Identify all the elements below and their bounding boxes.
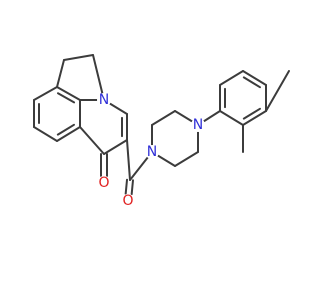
bond-M2-N1: [92, 54, 104, 95]
atom-label-background: [97, 176, 111, 190]
bond-PC3-PN4: [174, 110, 194, 123]
atom-label-o-amide: O: [122, 193, 133, 209]
bond-C10-C12: [126, 139, 131, 181]
bond-N1-C9: [108, 102, 128, 115]
atom-label-n-piperazine-4: N: [193, 117, 203, 133]
atom-label-layer: N OO N N: [97, 92, 205, 209]
bond-B2-B3: [56, 86, 81, 101]
atom-label-background: [145, 145, 159, 159]
bond-B2-M1: [56, 59, 65, 88]
bond-PC5-PC6: [174, 151, 199, 167]
molecule-structure-diagram: N OO N N: [33, 54, 290, 209]
bond-AR5-AR6-inner: [242, 107, 261, 120]
bond-AR6-AR1: [219, 110, 244, 126]
bond-C12-O2: [130, 179, 134, 196]
bond-AR3-AR4: [242, 70, 267, 86]
bond-AR3-AR4-inner: [242, 76, 261, 89]
atom-label-n-pyridone: N: [99, 92, 109, 108]
bond-C12-O2-second: [124, 178, 129, 195]
bond-M1-M2: [63, 54, 94, 61]
bond-PC2-PC3: [151, 110, 176, 126]
bond-B2-B3-inner: [56, 92, 76, 104]
bond-B1-B2: [33, 86, 58, 101]
atom-label-background: [121, 194, 135, 208]
atom-label-background: [191, 118, 205, 132]
bond-C11-B4: [79, 126, 105, 155]
bond-PC6-PN1: [156, 154, 176, 167]
atom-label-n-piperazine-1: N: [147, 144, 157, 160]
bond-C12-PN1: [129, 156, 149, 181]
bond-PN4-AR1: [202, 110, 221, 123]
atom-label-background: [97, 93, 111, 107]
bond-B5-B6: [33, 126, 58, 142]
bond-B4-B5: [56, 126, 81, 142]
bond-layer: [33, 54, 290, 196]
atom-label-o-ketone: O: [98, 175, 109, 191]
bond-AR5-ME2: [265, 70, 290, 112]
bond-AR2-AR3: [219, 70, 244, 86]
bond-C10-C11: [103, 139, 128, 155]
bond-AR5-AR6: [242, 110, 267, 126]
bond-B4-B5-inner: [56, 123, 75, 136]
